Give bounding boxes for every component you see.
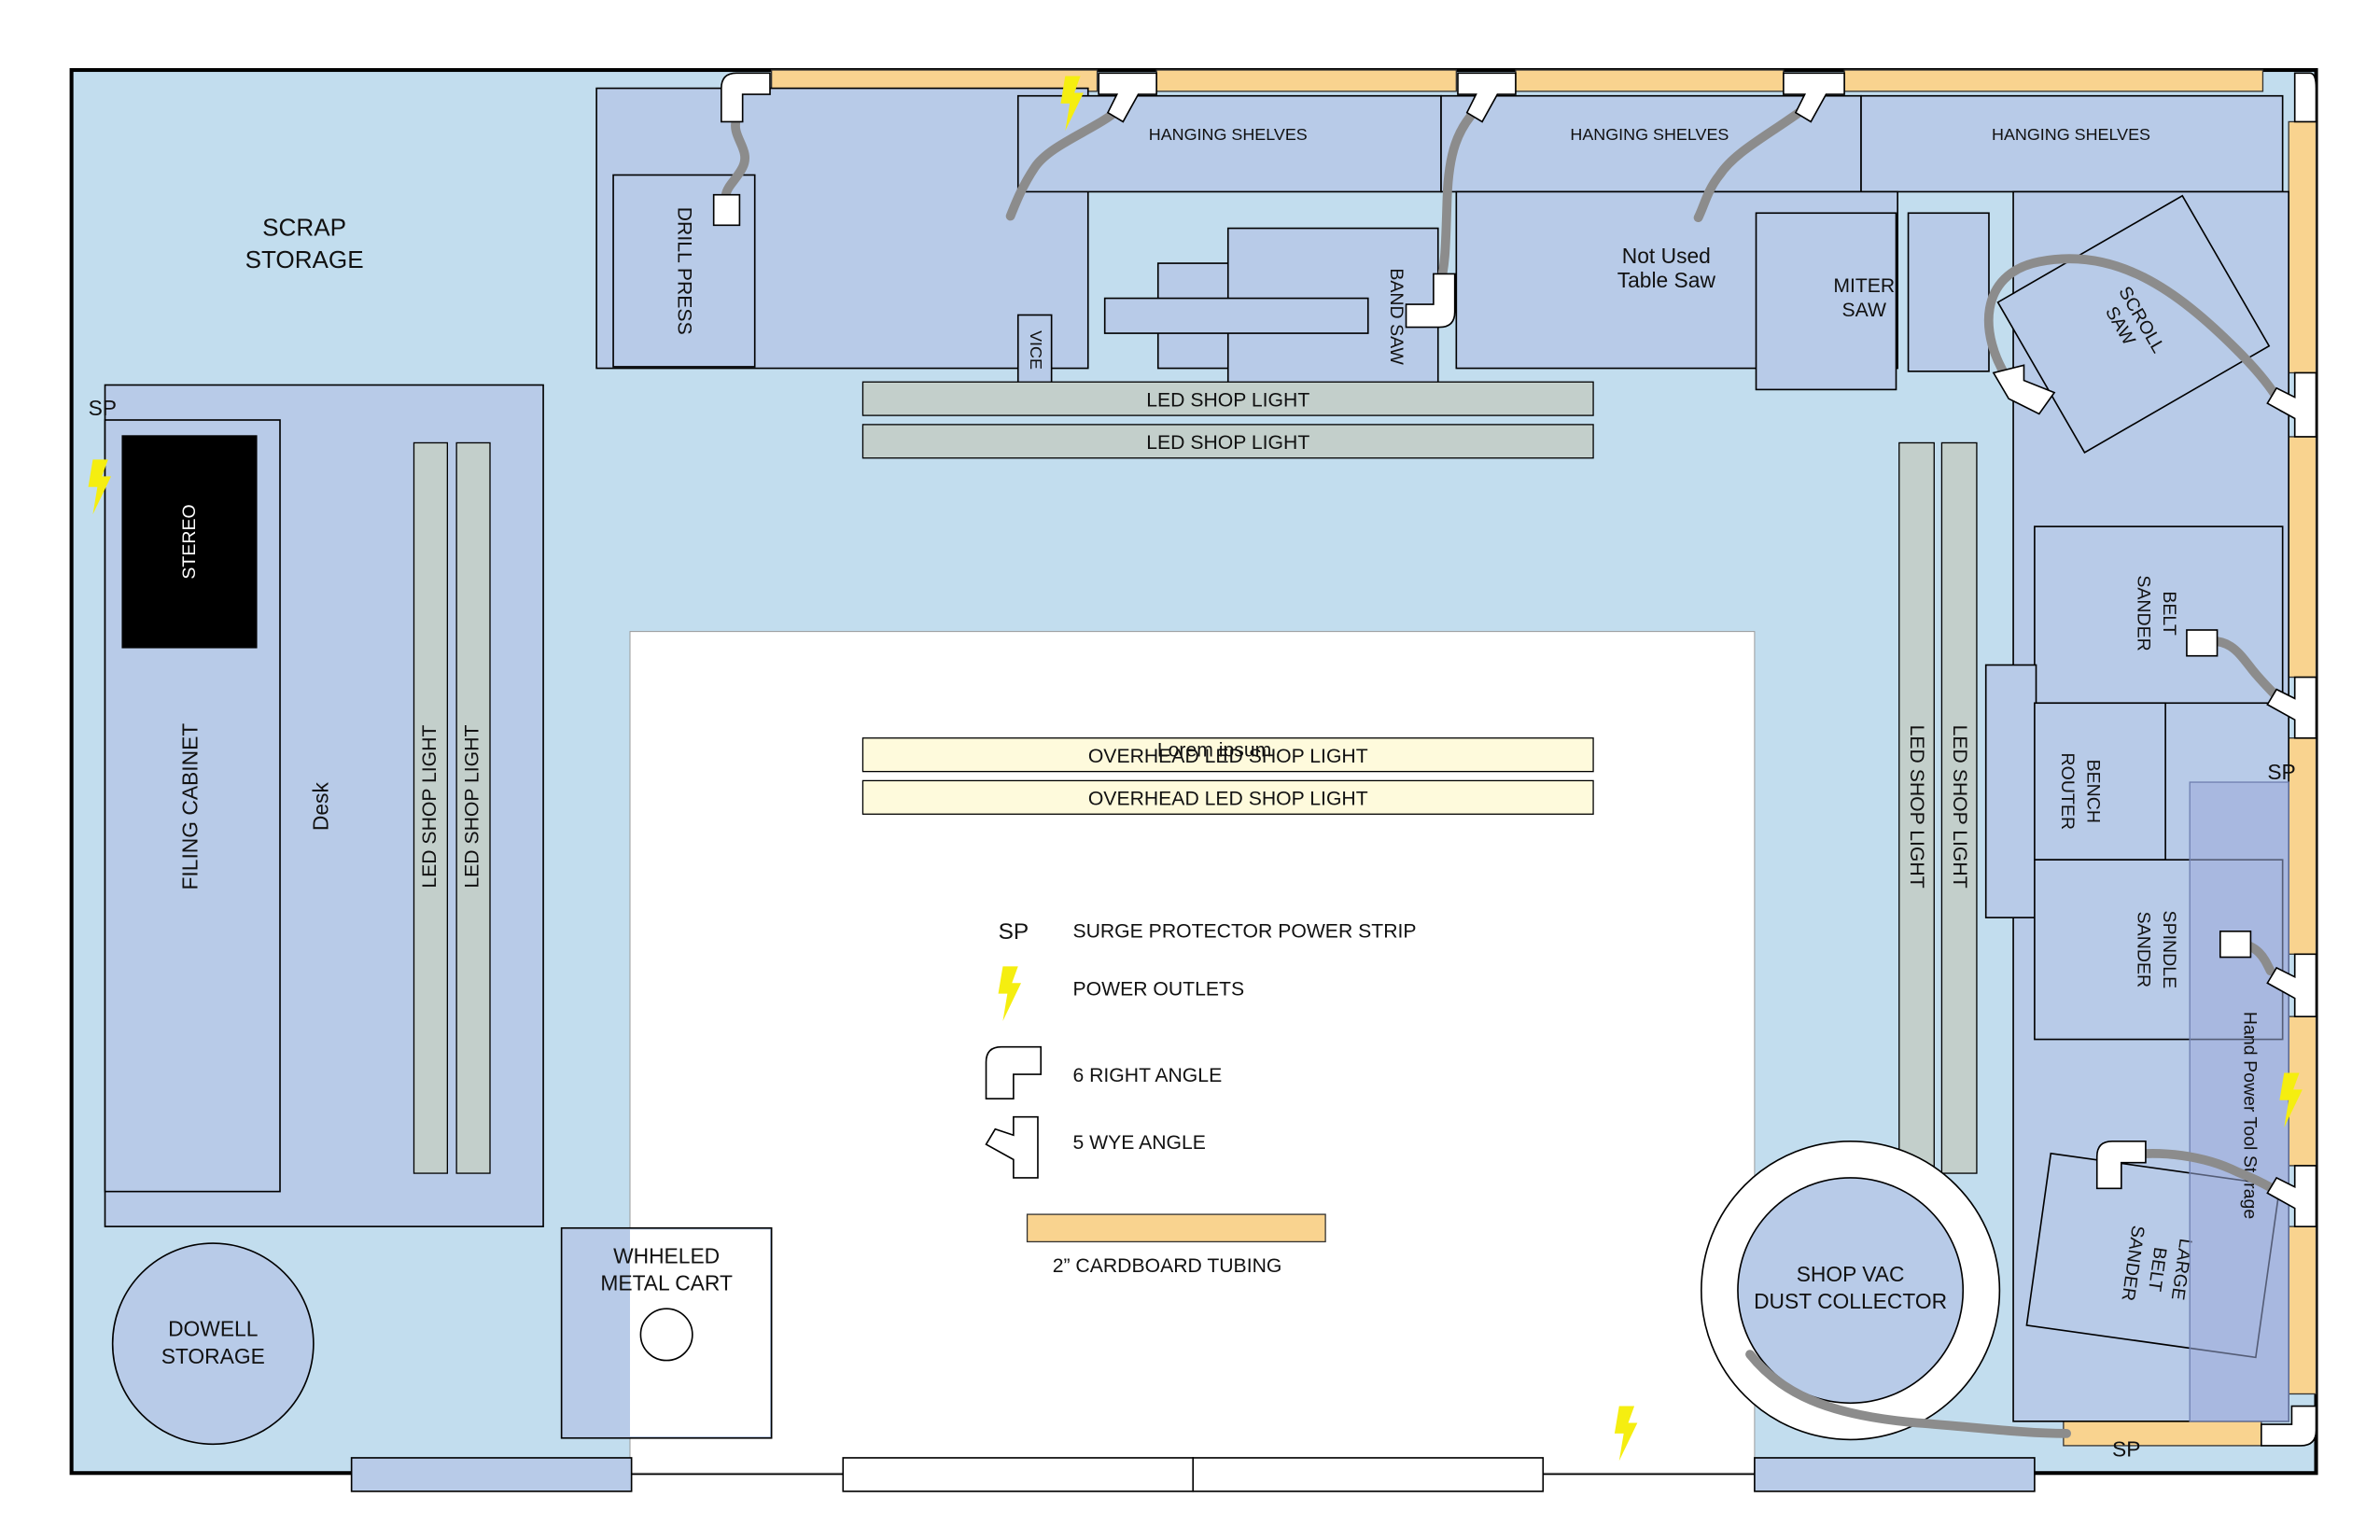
bench-router-label-2: ROUTER [2057,753,2078,831]
led-light-top-2-label: LED SHOP LIGHT [1146,432,1309,454]
cart-wheel [639,1308,693,1362]
bottom-wall-openings [350,1457,2036,1492]
drill-press-port [712,193,741,227]
led-light-right-1 [1898,441,1935,1174]
cart-label-1: WHHELED [613,1243,720,1267]
led-light-right-2 [1940,441,1978,1174]
hanging-shelves-2 [1440,94,1862,193]
belt-sander-label-2: SANDER [2133,575,2153,651]
overhead-light-2-label: OVERHEAD LED SHOP LIGHT [1088,789,1368,810]
filing-cabinet-label: FILING CABINET [177,723,202,890]
legend-right-angle-text: 6 RIGHT ANGLE [1072,1065,1222,1086]
hanging-shelves-3 [1860,94,2284,193]
overhead-light-2 [861,779,1594,815]
scrap-storage-label-1: SCRAP [262,214,346,242]
miter-saw-label-1: MITER [1833,275,1895,297]
desk-label: Desk [309,782,333,832]
table-saw-label-2: Table Saw [1617,268,1716,292]
legend-wye-text: 5 WYE ANGLE [1072,1132,1205,1154]
right-angle-fittings [721,72,2317,1447]
dowell-storage-label-2: STORAGE [161,1344,265,1368]
stereo-label: STEREO [179,504,200,579]
led-light-left-1-label: LED SHOP LIGHT [419,725,441,889]
right-wall-tubing [2063,120,2317,1447]
miter-saw [1755,212,1897,391]
legend-outlet-text: POWER OUTLETS [1072,978,1244,1000]
led-light-left-1 [413,441,448,1174]
miter-saw-extension [1907,212,1990,372]
miter-saw-label-2: SAW [1842,300,1886,321]
legend-sp-symbol: SP [999,919,1029,945]
led-light-top-1 [861,381,1594,416]
table-saw-label-1: Not Used [1622,244,1711,268]
sp-label-left: SP [89,396,117,420]
hand-power-tool-label: Hand Power Tool Storage [2240,1012,2261,1219]
bench-router-cabinet [1984,664,2037,918]
stereo [121,435,258,649]
legend-wye-icon [985,1115,1039,1179]
led-light-left-2 [455,441,491,1174]
legend-sp-text: SURGE PROTECTOR POWER STRIP [1072,920,1416,942]
led-light-right-2-label: LED SHOP LIGHT [1949,725,1970,889]
vice-label: VICE [1027,330,1045,370]
dowell-storage-label-1: DOWELL [168,1317,258,1341]
overhead-light-1 [861,737,1594,773]
scrap-storage-label-2: STORAGE [245,245,364,273]
spindle-sander-label-1: SPINDLE [2159,911,2179,989]
belt-sander [2034,525,2284,705]
shop-vac-label-1: SHOP VAC [1797,1262,1905,1286]
dust-hoses [721,105,2288,1438]
legend-tubing-swatch [1026,1213,1326,1243]
hanging-shelves-1 [1016,94,1442,193]
shop-vac-label-2: DUST COLLECTOR [1754,1289,1947,1313]
drill-press-label: DRILL PRESS [673,207,694,335]
scroll-saw [1996,194,2271,454]
lorem-ipsum-text: Lorem ipsum [1157,739,1271,761]
hand-power-tool-storage [2189,781,2289,1422]
led-light-right-1-label: LED SHOP LIGHT [1906,725,1927,889]
led-light-left-2-label: LED SHOP LIGHT [462,725,483,889]
band-saw-label: BAND SAW [1386,268,1407,365]
legend: SP SURGE PROTECTOR POWER STRIP POWER OUT… [985,919,1417,1277]
cart-label-2: METAL CART [600,1271,733,1295]
hanging-shelves-3-label: HANGING SHELVES [1992,125,2150,144]
shop-vac-inner [1737,1177,1965,1405]
spindle-sander-port [2219,931,2252,959]
led-light-top-2 [861,424,1594,459]
dowell-storage [111,1242,315,1446]
spindle-sander-label-2: SANDER [2133,912,2153,987]
legend-right-angle-icon [985,1045,1043,1099]
bench-router [2034,702,2166,861]
bench-router-label-1: BENCH [2083,760,2104,823]
hanging-shelves-1-label: HANGING SHELVES [1149,125,1308,144]
legend-tubing-text: 2” CARDBOARD TUBING [1053,1255,1282,1277]
band-saw-table [1103,297,1369,334]
wye-fittings [1098,72,2317,1227]
overhead-light-1-label: OVERHEAD LED SHOP LIGHT [1088,746,1368,767]
belt-sander-port [2186,629,2219,657]
hanging-shelves-2-label: HANGING SHELVES [1570,125,1729,144]
led-light-top-1-label: LED SHOP LIGHT [1146,389,1309,411]
sp-label-right: SP [2267,760,2295,784]
belt-sander-label-1: BELT [2159,591,2179,635]
sp-label-bottom: SP [2112,1436,2140,1461]
